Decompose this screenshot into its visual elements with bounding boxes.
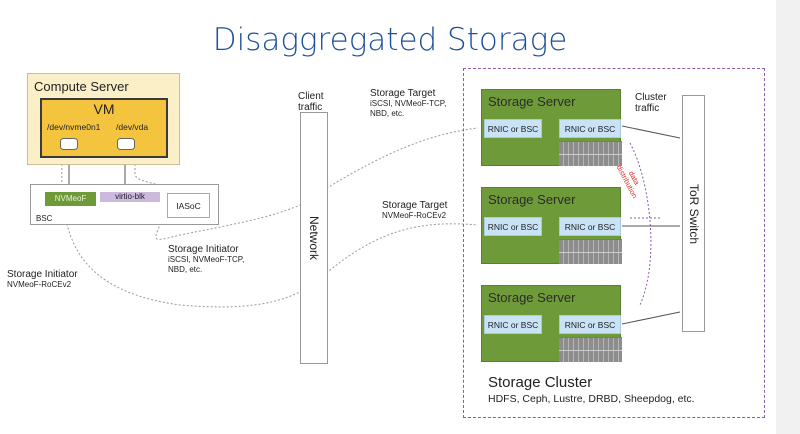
label: Storage Target: [382, 200, 448, 211]
label: iSCSI, NVMeoF-TCP,: [168, 255, 245, 264]
vm-box: [40, 98, 168, 158]
data-distribution-path: [629, 142, 652, 306]
storage-target-roce: Storage Target NVMeoF-RoCEv2: [382, 200, 447, 221]
network-box: Network: [300, 112, 328, 364]
storage-cluster-box: [463, 68, 765, 418]
iasoc-box: IASoC: [167, 193, 210, 218]
storage-cluster-subtitle: HDFS, Ceph, Lustre, DRBD, Sheepdog, etc.: [488, 393, 695, 405]
storage-server-title: Storage Server: [488, 290, 576, 305]
disk-array: [559, 337, 622, 362]
label: Storage Initiator: [7, 269, 78, 280]
label: Storage Initiator: [168, 244, 239, 255]
network-label: Network: [307, 215, 321, 261]
nic-right: RNIC or BSC: [559, 315, 621, 334]
storage-server-title: Storage Server: [488, 192, 576, 207]
label: Storage Target: [370, 88, 436, 99]
page-title: Disaggregated Storage: [212, 22, 568, 58]
nic-right: RNIC or BSC: [559, 217, 621, 236]
nic-left: RNIC or BSC: [484, 217, 542, 236]
nic-left: RNIC or BSC: [484, 119, 542, 138]
compute-server-label: Compute Server: [34, 79, 129, 94]
cluster-link-1: [621, 125, 681, 139]
tor-switch: ToR Switch: [682, 95, 705, 332]
storage-initiator-roce: Storage Initiator NVMeoF-RoCEv2: [7, 269, 78, 290]
client-traffic-label: Client traffic: [298, 91, 324, 113]
label: traffic: [635, 103, 660, 114]
storage-server: Storage Server RNIC or BSC RNIC or BSC: [481, 187, 622, 264]
label: Client: [298, 91, 324, 102]
label: iSCSI, NVMeoF-TCP,: [370, 99, 447, 108]
storage-server-title: Storage Server: [488, 94, 576, 109]
label: NBD, etc.: [370, 109, 405, 118]
cluster-link-3: [621, 311, 681, 325]
label: NVMeoF-RoCEv2: [382, 211, 447, 220]
bsc-label: BSC: [36, 214, 53, 223]
disk-icon: [60, 138, 78, 150]
storage-initiator-tcp: Storage Initiator iSCSI, NVMeoF-TCP, NBD…: [168, 244, 244, 275]
initiator-roce-path: [61, 159, 479, 308]
side-panel: [776, 0, 800, 434]
device-nvme: /dev/nvme0n1: [47, 122, 101, 132]
disk-array: [559, 239, 622, 264]
vm-label: VM: [93, 101, 115, 117]
storage-target-tcp: Storage Target iSCSI, NVMeoF-TCP, NBD, e…: [370, 88, 446, 119]
storage-cluster-title: Storage Cluster: [488, 374, 593, 391]
cluster-traffic-label: Cluster traffic: [635, 92, 667, 114]
disk-array: [559, 141, 622, 166]
storage-server: Storage Server RNIC or BSC RNIC or BSC: [481, 285, 622, 362]
nic-left: RNIC or BSC: [484, 315, 542, 334]
nvmeof-box: NVMeoF: [45, 192, 96, 206]
storage-server: Storage Server RNIC or BSC RNIC or BSC: [481, 89, 622, 166]
virtio-blk-box: virtio-blk: [100, 192, 160, 202]
disk-icon: [117, 138, 135, 150]
label: NVMeoF-RoCEv2: [7, 280, 72, 289]
label: traffic: [298, 102, 323, 113]
nic-right: RNIC or BSC: [559, 119, 621, 138]
label: Cluster: [635, 92, 667, 103]
label: NBD, etc.: [168, 265, 203, 274]
device-vda: /dev/vda: [116, 122, 149, 132]
tor-switch-label: ToR Switch: [686, 183, 701, 244]
